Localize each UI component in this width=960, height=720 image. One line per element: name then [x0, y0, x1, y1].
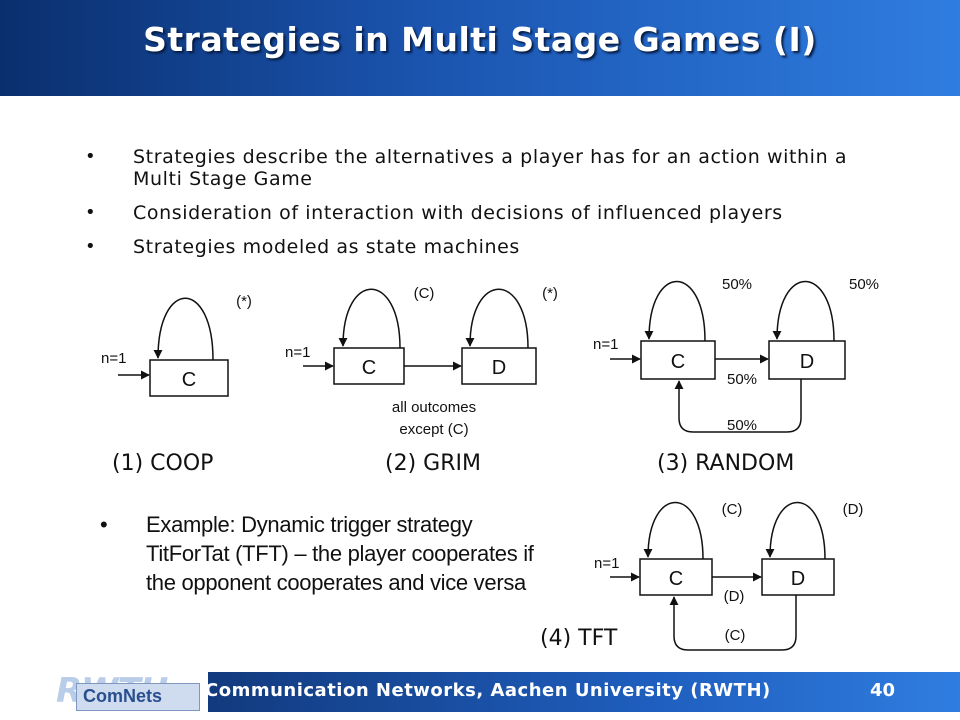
comnets-logo-text: ComNets	[83, 686, 163, 706]
comnets-logo-box: ComNets	[76, 683, 200, 711]
random-loop-d-arrow	[772, 280, 835, 342]
grim-diagram: C D (C) (*) n=1 all outcomes except (C)	[285, 285, 558, 438]
random-state-d-label: D	[800, 351, 814, 373]
grim-state-d-label: D	[492, 357, 506, 379]
coop-loop-label: (*)	[236, 293, 252, 310]
grim-caption: (2) GRIM	[385, 451, 481, 476]
grim-state-c	[333, 347, 405, 385]
tft-loop-d-label: (D)	[843, 501, 864, 518]
random-start-label: n=1	[593, 336, 618, 353]
random-state-c-label: C	[671, 351, 685, 373]
tft-state-d	[761, 558, 835, 596]
tft-state-c-label: C	[669, 568, 683, 590]
tft-d-to-c-arrow	[669, 595, 797, 651]
coop-state-c-label: C	[182, 369, 196, 391]
title-bar	[0, 0, 960, 96]
coop-state-c	[149, 359, 229, 397]
random-diagram: C D 50% 50% 50% 50% n=1	[593, 276, 879, 434]
random-d-to-c-arrow	[674, 379, 802, 433]
random-loop-c-label: 50%	[722, 276, 752, 293]
example-list: Example: Dynamic trigger strategy TitFor…	[100, 510, 550, 597]
bullet-list: Strategies describe the alternatives a p…	[85, 146, 865, 270]
random-c-to-d-label: 50%	[727, 371, 757, 388]
tft-state-d-label: D	[791, 568, 805, 590]
bullet-item: Strategies describe the alternatives a p…	[85, 146, 865, 190]
tft-caption: (4) TFT	[540, 626, 618, 651]
tft-loop-c-arrow	[643, 501, 704, 560]
grim-loop-d-label: (*)	[542, 285, 558, 302]
page-number: 40	[870, 680, 896, 701]
random-state-d	[768, 340, 846, 380]
grim-transition-label-2: except (C)	[399, 421, 468, 438]
random-loop-d-label: 50%	[849, 276, 879, 293]
grim-state-c-label: C	[362, 357, 376, 379]
slide-title: Strategies in Multi Stage Games (I)	[143, 20, 817, 59]
footer-text: Communication Networks, Aachen Universit…	[205, 680, 771, 701]
random-caption: (3) RANDOM	[657, 451, 795, 476]
coop-diagram: C (*) n=1	[101, 293, 252, 397]
grim-loop-c-label: (C)	[414, 285, 435, 302]
grim-loop-d-arrow	[465, 288, 529, 349]
coop-caption: (1) COOP	[112, 451, 214, 476]
bullet-item: Consideration of interaction with decisi…	[85, 202, 865, 224]
tft-c-to-d-label: (D)	[724, 588, 745, 605]
footer-bar	[208, 672, 960, 712]
random-state-c	[640, 340, 716, 380]
tft-diagram: C D (C) (D) (D) (C) n=1	[594, 501, 864, 651]
grim-transition-label-1: all outcomes	[392, 399, 476, 416]
coop-loop-arrow	[153, 297, 214, 361]
bullet-item: Strategies modeled as state machines	[85, 236, 865, 258]
tft-loop-d-arrow	[765, 501, 826, 560]
example-item: Example: Dynamic trigger strategy TitFor…	[100, 510, 550, 597]
rwth-comnets-logo: RWTH ComNets	[50, 671, 200, 713]
grim-start-label: n=1	[285, 344, 310, 361]
grim-state-d	[461, 347, 537, 385]
coop-start-label: n=1	[101, 350, 126, 367]
tft-d-to-c-label: (C)	[725, 627, 746, 644]
random-d-to-c-label: 50%	[727, 417, 757, 434]
tft-start-label: n=1	[594, 555, 619, 572]
grim-loop-c-arrow	[338, 288, 401, 349]
tft-loop-c-label: (C)	[722, 501, 743, 518]
random-loop-c-arrow	[644, 280, 706, 342]
